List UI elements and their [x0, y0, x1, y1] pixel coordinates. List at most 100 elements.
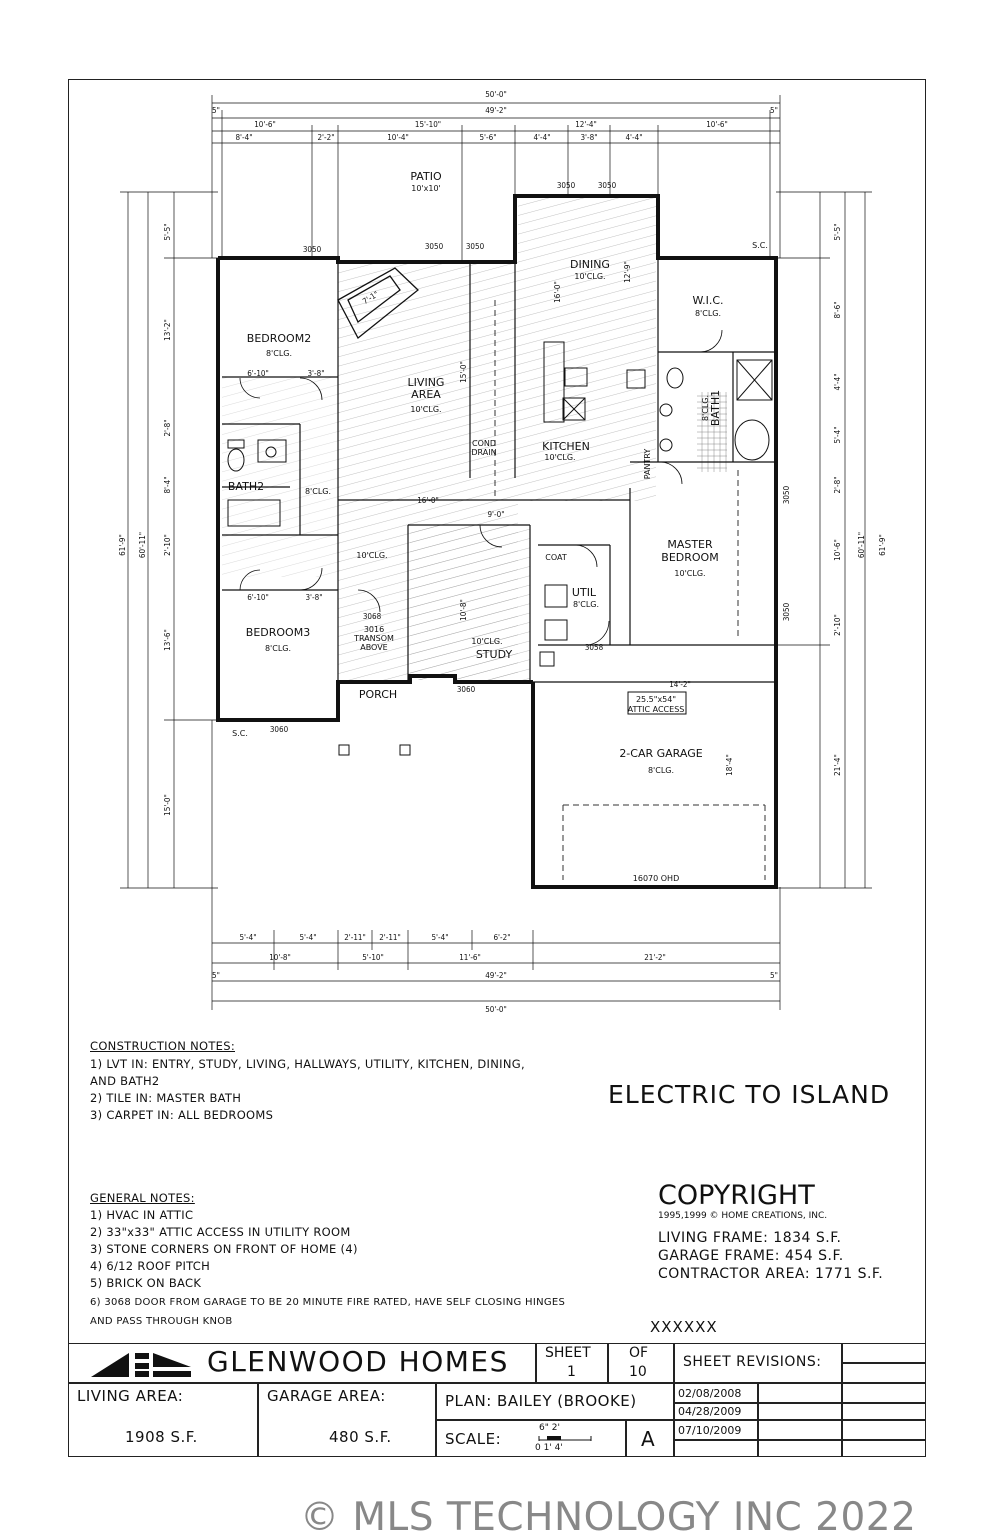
dim-interior: 12'-9" — [623, 261, 632, 283]
window-label: 3060 — [270, 725, 289, 734]
dim-top-b: 4'-4" — [533, 133, 550, 142]
dim-left: 13'-6" — [163, 629, 172, 651]
revision-date-cell: 02/08/2008 — [674, 1383, 758, 1403]
dim-top-a: 12'-4" — [575, 120, 597, 129]
dim-bottom-b: 5'-10" — [362, 953, 384, 962]
dim-interior: 9'-0" — [487, 510, 504, 519]
revision-blank-cell — [842, 1403, 926, 1420]
construction-note: 1) LVT IN: ENTRY, STUDY, LIVING, HALLWAY… — [90, 1057, 525, 1071]
dim-top-b: 3'-8" — [580, 133, 597, 142]
door-label: 3058 — [585, 643, 604, 652]
dim-interior: 3'-8" — [307, 369, 324, 378]
sheet-cell: SHEET 1 — [536, 1343, 608, 1383]
dim-right: 2'-8" — [833, 476, 842, 493]
dim-five-right: 5" — [770, 971, 778, 980]
window-label: 3050 — [425, 242, 444, 251]
general-note: AND PASS THROUGH KNOB — [90, 1316, 233, 1327]
dim-top-b: 4'-4" — [625, 133, 642, 142]
of-cell: OF 10 — [608, 1343, 674, 1383]
dim-left: 15'-0" — [163, 794, 172, 816]
general-note: 3) STONE CORNERS ON FRONT OF HOME (4) — [90, 1242, 358, 1256]
sheet-label: SHEET — [545, 1345, 591, 1361]
room-bedroom2: BEDROOM2 — [247, 332, 311, 345]
dim-right: 10'-6" — [833, 539, 842, 561]
room-bath1: BATH1 — [709, 390, 722, 426]
dim-top-b: 5'-6" — [479, 133, 496, 142]
company-logo-icon — [91, 1353, 191, 1377]
dim-top-a: 15'-10" — [415, 120, 441, 129]
dim-bottom-b: 10'-8" — [269, 953, 291, 962]
dim-bottom-a: 5'-4" — [299, 933, 316, 942]
floor-plan: 50'-0" 49'-2" 5" 5" 10'-6" 15'-10" 12'-4… — [118, 90, 887, 1014]
room-patio: PATIO — [410, 170, 442, 183]
general-note: 2) 33"x33" ATTIC ACCESS IN UTILITY ROOM — [90, 1225, 351, 1239]
window-label: 3050 — [782, 602, 791, 621]
construction-note: 3) CARPET IN: ALL BEDROOMS — [90, 1108, 274, 1122]
dim-right: 5'-5" — [833, 223, 842, 240]
dimension-lines — [120, 95, 872, 1010]
room-pantry: PANTRY — [643, 449, 652, 480]
revision-date-cell: 04/28/2009 — [674, 1403, 758, 1420]
living-area-cell: LIVING AREA: 1908 S.F. — [68, 1383, 258, 1457]
dim-interior: 16'-0" — [417, 496, 439, 505]
window-label: 3050 — [303, 245, 322, 254]
room-util-clg: 8'CLG. — [573, 600, 599, 609]
dim-left: 13'-2" — [163, 319, 172, 341]
room-living-2: AREA — [411, 388, 441, 401]
dim-five-left: 5" — [212, 106, 220, 115]
dim-five-right: 5" — [770, 106, 778, 115]
dim-bottom-frame: 49'-2" — [485, 971, 507, 980]
label-attic-access: ATTIC ACCESS — [628, 705, 685, 714]
dim-left: 2'-8" — [163, 419, 172, 436]
revision-date: 02/08/2008 — [678, 1387, 742, 1400]
dim-bottom-a: 2'-11" — [379, 933, 401, 942]
dim-top-b: 2'-2" — [317, 133, 334, 142]
room-master: MASTER — [667, 538, 713, 551]
room-living: LIVING — [408, 376, 445, 389]
living-frame: LIVING FRAME: 1834 S.F. — [658, 1230, 842, 1246]
interior-walls — [222, 258, 776, 720]
construction-note: AND BATH2 — [90, 1074, 160, 1088]
dim-top-b: 10'-4" — [387, 133, 409, 142]
revision-date-cell: 07/10/2009 — [674, 1420, 758, 1440]
scale-bar-icon — [538, 1436, 592, 1441]
room-study-clg: 10'CLG. — [471, 637, 502, 646]
room-master-clg: 10'CLG. — [674, 569, 705, 578]
scale-cell: SCALE: 6" 2' 0 1' 4' — [436, 1420, 626, 1457]
dim-top-frame: 49'-2" — [485, 106, 507, 115]
window-label: 3060 — [457, 685, 476, 694]
room-bath1-clg: 8'CLG. — [701, 395, 710, 421]
label-drain: DRAIN — [471, 448, 496, 457]
label-transom-2: TRANSOM — [353, 634, 394, 643]
room-coat: COAT — [545, 553, 567, 562]
scale-bottom: 0 1' 4' — [535, 1443, 563, 1453]
garage-area-cell: GARAGE AREA: 480 S.F. — [258, 1383, 436, 1457]
general-note: 4) 6/12 ROOF PITCH — [90, 1259, 211, 1273]
construction-note: 2) TILE IN: MASTER BATH — [90, 1091, 242, 1105]
of-number: 10 — [629, 1364, 647, 1380]
dim-bottom-a: 5'-4" — [431, 933, 448, 942]
room-bedroom3: BEDROOM3 — [246, 626, 310, 639]
dim-left-total-b: 60'-11" — [138, 532, 147, 558]
dim-right: 8'-6" — [833, 301, 842, 318]
revisions-label: SHEET REVISIONS: — [683, 1354, 822, 1370]
of-label: OF — [629, 1345, 649, 1361]
plan-cell: PLAN: BAILEY (BROOKE) — [436, 1383, 674, 1420]
dim-left: 8'-4" — [163, 476, 172, 493]
revision-blank-cell — [842, 1440, 926, 1457]
dim-bottom-overall: 50'-0" — [485, 1005, 507, 1014]
room-wic: W.I.C. — [692, 294, 723, 307]
dim-bottom-a: 5'-4" — [239, 933, 256, 942]
dim-right-total-a: 61'-9" — [878, 534, 887, 556]
dim-top-overall: 50'-0" — [485, 90, 507, 99]
label-stone-corner: S.C. — [752, 241, 768, 250]
revision-blank-cell — [842, 1420, 926, 1440]
general-note: 6) 3068 DOOR FROM GARAGE TO BE 20 MINUTE… — [90, 1297, 566, 1308]
room-bedroom3-clg: 8'CLG. — [265, 644, 291, 653]
door-label: 3068 — [363, 612, 382, 621]
general-notes-title: GENERAL NOTES: — [90, 1191, 195, 1205]
room-hall-clg: 10'CLG. — [356, 551, 387, 560]
plumbing-fixtures — [227, 341, 773, 715]
dim-five-left: 5" — [212, 971, 220, 980]
room-bedroom2-clg: 8'CLG. — [266, 349, 292, 358]
